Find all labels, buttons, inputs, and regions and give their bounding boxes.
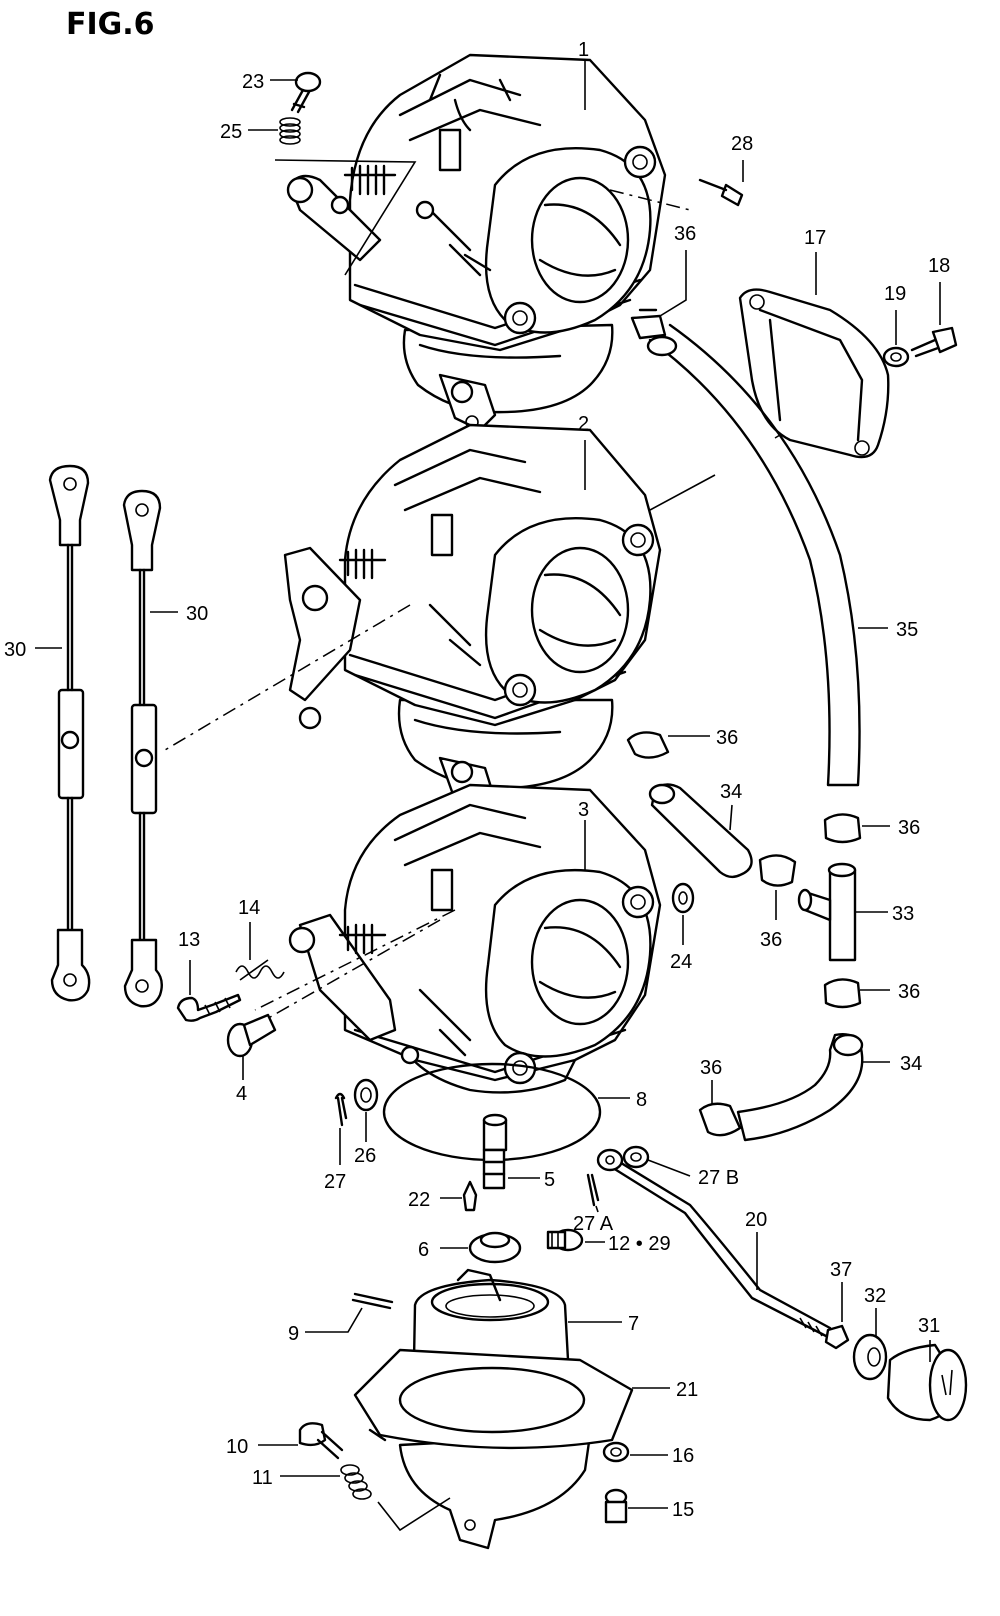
screw-10 [298,1422,344,1460]
label-35: 35 [896,619,918,641]
label-37: 37 [830,1259,852,1281]
label-19: 19 [884,283,906,305]
label-4: 4 [236,1083,247,1105]
hose-clamp-36-e [823,978,862,1009]
label-24: 24 [670,951,692,973]
label-36-c: 36 [898,817,920,839]
label-33: 33 [892,903,914,925]
label-27a: 27 A [573,1213,614,1235]
screw-28 [698,178,744,207]
label-34-upper: 34 [720,781,742,803]
hose-clamp-36-c [823,813,862,844]
needle-22 [462,1180,478,1212]
label-36-f: 36 [700,1057,722,1079]
label-36-e: 36 [898,981,920,1003]
label-21: 21 [676,1379,698,1401]
fuel-hose-34-upper [648,783,753,879]
label-1: 1 [578,39,589,61]
label-11: 11 [252,1467,273,1489]
washer-19 [882,346,910,368]
label-25: 25 [220,121,242,143]
label-15: 15 [672,1499,694,1521]
label-14: 14 [238,897,260,919]
label-36-a: 36 [674,223,696,245]
washer-24 [671,882,695,914]
label-36-d: 36 [760,929,782,951]
screw-13 [176,993,242,1022]
bolt-18 [910,326,958,358]
float-bowl-21 [353,1348,634,1550]
label-28: 28 [731,133,753,155]
hose-clamp-36-b [626,731,670,759]
part-labels: 1 2 3 4 5 6 7 8 9 10 11 12 • 29 13 14 15… [4,39,950,1521]
screw-23 [290,71,322,114]
screw-12 [546,1228,584,1252]
hose-clamp-36-f [698,1102,742,1137]
label-20: 20 [745,1209,767,1231]
label-7: 7 [628,1313,639,1335]
spring-14 [235,959,285,981]
label-23: 23 [242,71,264,93]
label-27b: 27 B [698,1167,739,1189]
carburetor-3 [288,783,662,1094]
label-31: 31 [918,1315,940,1337]
hose-clamp-36-d [758,854,797,887]
cover-17 [738,288,890,459]
label-30-left: 30 [4,639,26,661]
t-fitting-33 [797,862,857,962]
carburetor-2 [283,423,662,814]
label-26: 26 [354,1145,376,1167]
linkage-rod-left [48,464,91,1002]
float-6 [468,1231,522,1264]
carburetor-1 [286,53,667,432]
needle-valve-seat-5 [482,1113,508,1190]
label-5: 5 [544,1169,555,1191]
washer-27b [622,1145,650,1169]
label-13: 13 [178,929,200,951]
choke-rod-20 [596,1148,832,1338]
choke-knob-31 [886,1343,968,1422]
label-6: 6 [418,1239,429,1261]
washer-16 [602,1441,630,1463]
label-22: 22 [408,1189,430,1211]
label-27: 27 [324,1171,346,1193]
leader-lines [35,60,941,1532]
label-30-right: 30 [186,603,208,625]
label-36-b: 36 [716,727,738,749]
hose-clamp-36-a [630,308,667,340]
washer-26 [353,1078,379,1112]
pin-27a [586,1173,600,1207]
float-pin-9 [351,1292,394,1310]
linkage-rod-right [122,489,163,1008]
pin-27 [334,1092,348,1127]
label-32: 32 [864,1285,886,1307]
spring-25 [279,117,301,145]
label-2: 2 [578,413,589,435]
fuel-hose-35 [646,323,861,787]
label-17: 17 [804,227,826,249]
label-12-29: 12 • 29 [608,1233,671,1255]
label-16: 16 [672,1445,694,1467]
screw-4 [226,1013,277,1058]
bolt-15 [604,1488,628,1524]
fuel-hose-34-lower [736,1033,864,1142]
figure-title: FIG.6 [66,7,155,42]
spring-11 [340,1464,372,1500]
label-9: 9 [288,1323,299,1345]
label-18: 18 [928,255,950,277]
label-3: 3 [578,799,589,821]
label-8: 8 [636,1089,647,1111]
nut-37 [824,1324,850,1350]
label-10: 10 [226,1436,248,1458]
grommet-32 [852,1333,888,1381]
label-34-lower: 34 [900,1053,922,1075]
